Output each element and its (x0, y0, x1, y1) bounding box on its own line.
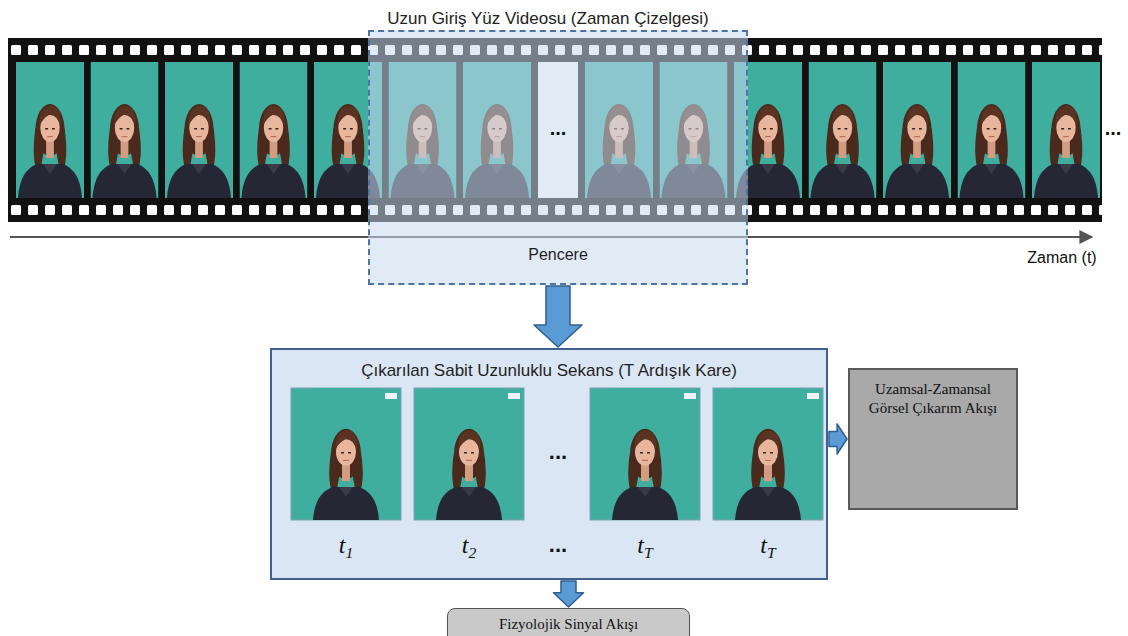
flow-arrow (829, 424, 847, 454)
frame-tag (385, 393, 397, 399)
time-index: t2 (462, 532, 476, 562)
video-frame (883, 62, 951, 198)
video-frame (1032, 62, 1100, 198)
time-index: t1 (339, 532, 353, 562)
face-image (434, 388, 504, 520)
process-box: Fizyolojik Sinyal Akışı (447, 608, 690, 636)
video-frame (91, 62, 159, 198)
node-label: Çıkarılan Sabit Uzunluklu Sekans (T Ardı… (361, 360, 737, 382)
frame-tag (807, 393, 819, 399)
sequence-frame (713, 388, 823, 520)
window-band: Pencere (368, 30, 748, 285)
frame-tag (684, 393, 696, 399)
video-frame (165, 62, 233, 198)
time-index: tT (760, 532, 775, 562)
video-frame (958, 62, 1026, 198)
frame-tag (508, 393, 520, 399)
time-index: tT (637, 532, 652, 562)
sequence-frame (590, 388, 700, 520)
node-label: Pencere (528, 245, 588, 265)
video-frame (809, 62, 877, 198)
ellipsis-mark: ... (550, 117, 567, 140)
flow-arrow (554, 581, 584, 607)
face-image (610, 388, 680, 520)
axis-label: Zaman (t) (1027, 249, 1096, 267)
node-label: Fizyolojik Sinyal Akışı (499, 615, 638, 633)
flow-arrow (534, 286, 582, 347)
ellipsis-mark: ... (549, 439, 567, 465)
video-frame (16, 62, 84, 198)
sequence-ground (270, 348, 828, 580)
sequence-frame (291, 388, 401, 520)
face-image (311, 388, 381, 520)
sequence-frames (291, 388, 823, 520)
diagram-title: Uzun Giriş Yüz Videosu (Zaman Çizelgesi) (0, 8, 1096, 29)
video-frame (240, 62, 308, 198)
node-label: Uzamsal-Zamansal Görsel Çıkarım Akışı (860, 380, 1006, 418)
ellipsis-mark: ... (549, 532, 567, 558)
sequence-frame (414, 388, 524, 520)
ellipsis-mark: ... (1105, 117, 1122, 140)
face-image (733, 388, 803, 520)
process-box: Uzamsal-Zamansal Görsel Çıkarım Akışı (848, 368, 1018, 510)
